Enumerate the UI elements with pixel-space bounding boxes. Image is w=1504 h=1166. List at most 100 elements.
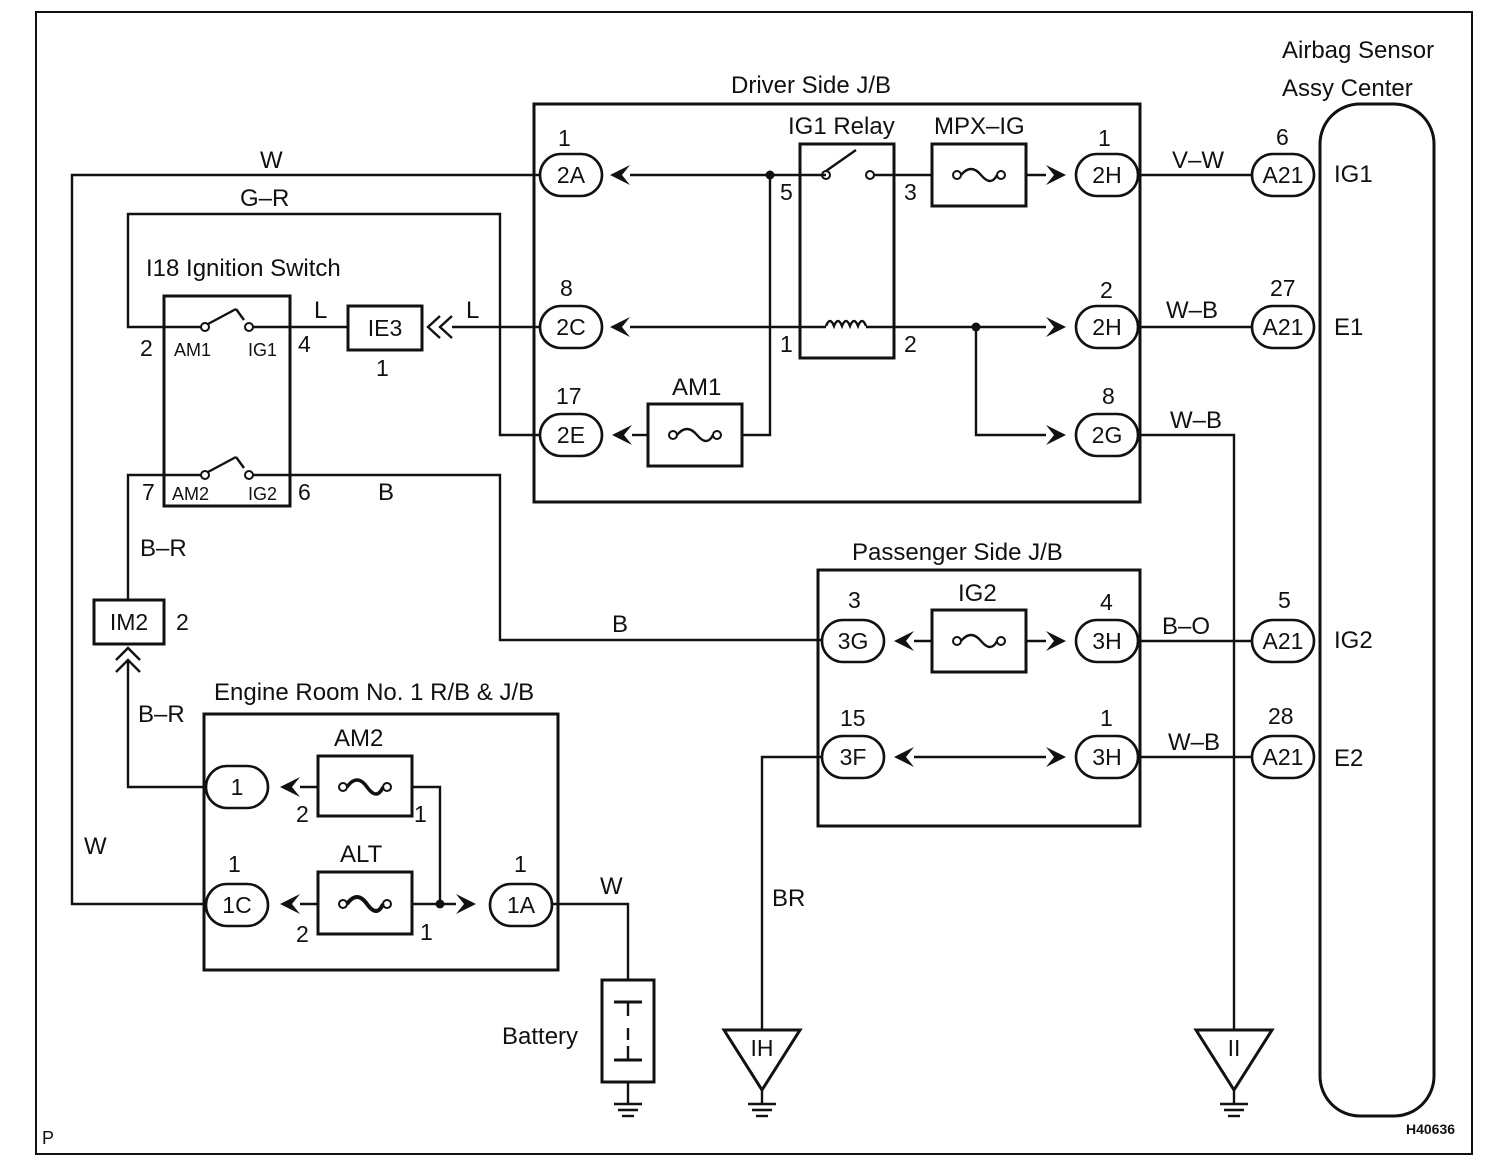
terminal-e1: E1 (1334, 314, 1363, 341)
ignition-switch-label: I18 Ignition Switch (146, 255, 341, 282)
wire-vw: V–W (1172, 147, 1224, 174)
wire-l-1: L (314, 297, 327, 324)
svg-text:3H: 3H (1092, 744, 1121, 770)
figure-code: H40636 (1406, 1121, 1455, 1137)
wire-gr: G–R (240, 185, 289, 212)
connector-A21-ig2: A21 5 (1250, 587, 1316, 664)
svg-text:A21: A21 (1263, 314, 1304, 340)
svg-text:1: 1 (1100, 705, 1113, 731)
svg-text:2: 2 (176, 609, 189, 635)
passenger-jb-title: Passenger Side J/B (852, 539, 1063, 566)
connector-IM2: IM2 2 (92, 598, 189, 673)
svg-text:IE3: IE3 (368, 315, 403, 341)
wire-w-battery: W (600, 873, 623, 900)
svg-text:2H: 2H (1092, 314, 1121, 340)
passenger-side-jb: Passenger Side J/B IG2 3G 3 3H 4 3F 15 (816, 539, 1142, 828)
relay-pin-2: 2 (904, 331, 917, 357)
driver-jb-title: Driver Side J/B (731, 72, 891, 99)
wire-brown: BR (772, 885, 805, 912)
svg-text:2: 2 (296, 801, 309, 827)
svg-text:8: 8 (1102, 383, 1115, 409)
svg-text:1: 1 (376, 355, 389, 381)
ignition-switch: I18 Ignition Switch AM1 IG1 AM2 IG2 2 4 … (140, 255, 341, 508)
ig2-fuse (930, 608, 1028, 674)
terminal-ig2: IG2 (1334, 627, 1373, 654)
connector-2E: 2E 17 (538, 383, 632, 458)
diagram-frame (35, 11, 1473, 1155)
connector-3H-bottom: 3H 1 (1046, 705, 1140, 780)
wire-l-2: L (466, 297, 479, 324)
switch-pin-2: 2 (140, 335, 153, 361)
svg-text:28: 28 (1268, 703, 1294, 729)
ig2-fuse-label: IG2 (958, 580, 997, 607)
svg-text:A21: A21 (1263, 744, 1304, 770)
svg-text:A21: A21 (1263, 162, 1304, 188)
wire-w-top: W (260, 147, 283, 174)
airbag-sensor-assy: Airbag Sensor Assy Center IG1 E1 IG2 E2 … (1250, 37, 1436, 1118)
wire-wb-1: W–B (1166, 297, 1218, 324)
mpx-ig-fuse (930, 142, 1028, 208)
switch-pin-4: 4 (298, 331, 311, 357)
svg-text:II: II (1228, 1035, 1241, 1061)
svg-text:IH: IH (751, 1035, 774, 1061)
terminal-am2: AM2 (172, 484, 209, 504)
connector-2H-top: 2H 1 (1046, 125, 1140, 198)
relay-pin-1: 1 (780, 331, 793, 357)
terminal-ig2-switch: IG2 (248, 484, 277, 504)
connector-2G: 2G 8 (1046, 383, 1140, 458)
wire-wb-2: W–B (1170, 407, 1222, 434)
connector-IE3: IE3 1 (346, 304, 453, 381)
wire-br-1: B–R (140, 535, 187, 562)
svg-text:2: 2 (1100, 277, 1113, 303)
svg-text:1A: 1A (507, 892, 536, 918)
svg-text:15: 15 (840, 705, 866, 731)
svg-text:5: 5 (1278, 587, 1291, 613)
connector-2C: 2C 8 (538, 275, 630, 350)
svg-text:1: 1 (228, 851, 241, 877)
wire-b-1: B (378, 479, 394, 506)
connector-3F: 3F 15 (820, 705, 914, 780)
ig1-relay-label: IG1 Relay (788, 113, 895, 140)
svg-text:3: 3 (848, 587, 861, 613)
wire-wb-3: W–B (1168, 729, 1220, 756)
engine-room-rb-jb: Engine Room No. 1 R/B & J/B AM2 2 1 ALT … (202, 679, 560, 972)
svg-text:1: 1 (514, 851, 527, 877)
svg-text:4: 4 (1100, 589, 1113, 615)
wire-w-left: W (84, 833, 107, 860)
switch-pin-6: 6 (298, 479, 311, 505)
svg-text:1: 1 (1098, 125, 1111, 151)
terminal-e2: E2 (1334, 745, 1363, 772)
svg-text:2C: 2C (556, 314, 585, 340)
corner-mark: P (42, 1128, 54, 1148)
battery: Battery (502, 978, 656, 1118)
svg-text:1C: 1C (222, 892, 251, 918)
engine-room-title: Engine Room No. 1 R/B & J/B (214, 679, 534, 706)
ground-IH: IH (721, 1028, 803, 1118)
svg-text:2A: 2A (557, 162, 586, 188)
connector-1C: 1C 1 (204, 851, 300, 928)
wire-bo: B–O (1162, 613, 1210, 640)
svg-text:8: 8 (560, 275, 573, 301)
connector-2A: 2A 1 (538, 125, 630, 198)
svg-text:1: 1 (420, 919, 433, 945)
am1-label: AM1 (672, 374, 721, 401)
connector-A21-e2: A21 28 (1250, 703, 1316, 780)
svg-text:2: 2 (296, 921, 309, 947)
svg-text:6: 6 (1276, 124, 1289, 150)
connector-1A: 1A 1 (456, 851, 554, 928)
driver-side-jb: Driver Side J/B IG1 Relay MPX–IG AM1 (532, 72, 1142, 504)
connector-3G: 3G 3 (820, 587, 914, 664)
connector-A21-e1: A21 27 (1250, 275, 1316, 350)
airbag-title-2: Assy Center (1282, 75, 1413, 102)
connector-3H-top: 3H 4 (1046, 589, 1140, 664)
svg-text:3F: 3F (840, 744, 867, 770)
svg-text:3H: 3H (1092, 628, 1121, 654)
svg-text:1: 1 (558, 125, 571, 151)
svg-text:17: 17 (556, 383, 582, 409)
terminal-ig1-switch: IG1 (248, 340, 277, 360)
svg-text:2G: 2G (1092, 422, 1123, 448)
relay-coil (824, 319, 868, 330)
svg-text:A21: A21 (1263, 628, 1304, 654)
wire-b-2: B (612, 611, 628, 638)
